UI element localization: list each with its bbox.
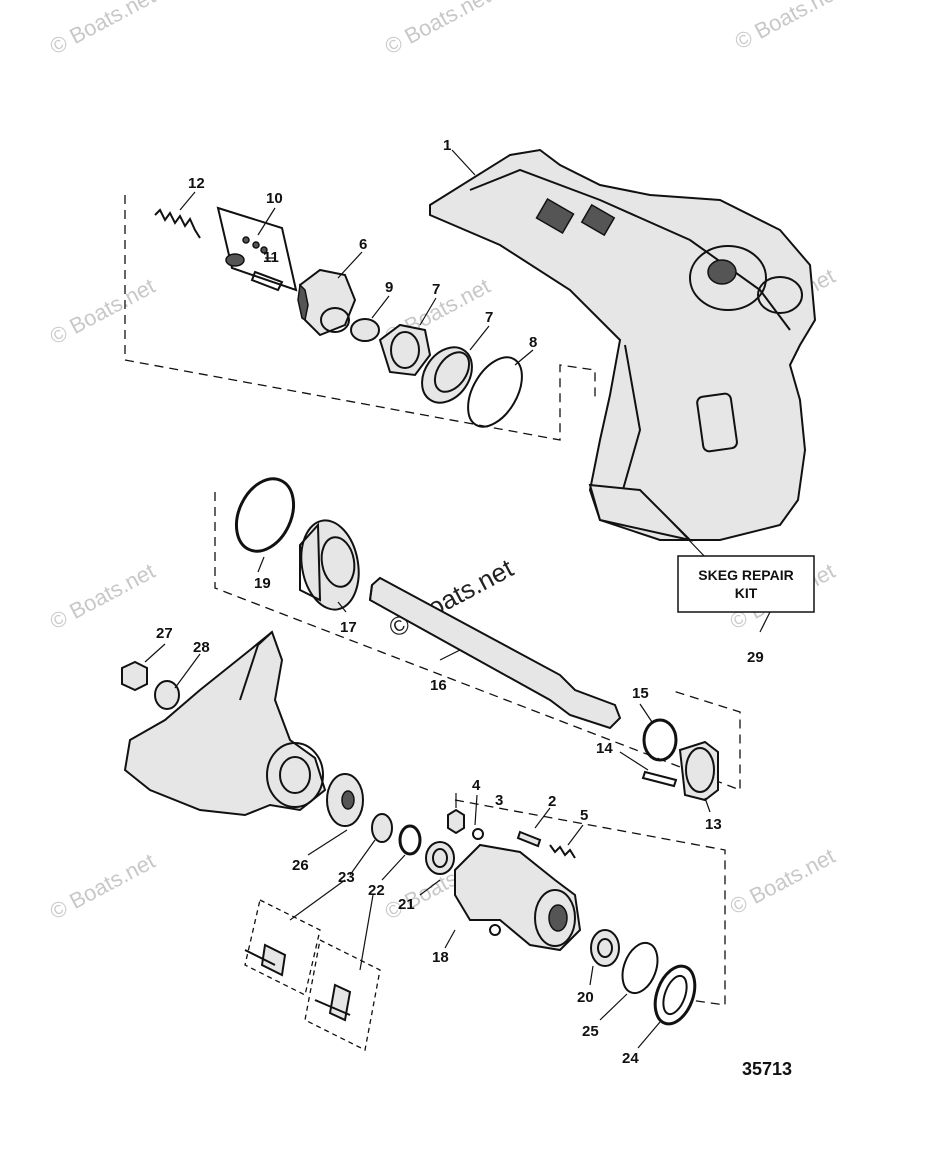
tapered-bearing [378,323,432,377]
label-part-25: 25 [582,1023,599,1040]
watermark-text: © Boats.net [726,843,840,919]
seal-23 [371,813,393,843]
stud-2 [516,830,542,848]
thrust-bearing-24 [653,964,697,1026]
dashed-guides [124,195,741,1006]
shim-ring-8 [467,356,523,428]
label-part-26: 26 [292,857,309,874]
label-part-23: 23 [338,869,355,886]
watermark-text: © Boats.net [46,0,160,59]
callout-line-1: SKEG REPAIR [698,567,793,583]
label-part-20: 20 [577,989,594,1006]
gear-housing [429,148,817,542]
spring-5 [549,844,576,859]
document-number: 35713 [742,1059,792,1079]
label-part-29: 29 [747,649,764,666]
bearing-race [421,346,473,404]
tab-washer-28 [154,680,180,710]
kit-box-10 [216,206,298,292]
ring-15 [642,718,678,762]
label-part-2: 2 [548,793,556,810]
label-part-16: 16 [430,677,447,694]
washer-3 [472,828,484,840]
nut-27 [121,660,148,692]
label-part-11: 11 [263,249,279,266]
watermark-text: © Boats.net [46,273,160,349]
shim-25 [621,941,659,995]
clutch-13 [678,740,719,802]
bearing-9 [350,318,380,342]
watermark-text: © Boats.net [46,848,160,924]
label-part-9: 9 [385,279,393,296]
watermark-text: © Boats.net [731,0,845,54]
spring-part [154,208,201,239]
kit-box-23 [244,899,321,996]
label-part-7b: 7 [485,309,493,326]
leader-lines [144,149,771,1049]
forward-gear [299,519,360,611]
bearing-20 [590,929,620,967]
label-part-6: 6 [359,236,367,253]
seal-22 [398,824,422,856]
propeller-shaft [368,576,622,730]
label-part-4: 4 [472,777,481,794]
callout-line-2: KIT [735,585,758,601]
thrust-washer-26 [326,773,364,827]
label-part-8: 8 [529,334,537,351]
label-part-3: 3 [495,792,503,809]
watermark-text: © Boats.net [46,558,160,634]
part-labels: 1 12 10 6 11 9 7 7 8 19 17 27 28 16 15 1… [156,137,764,1067]
label-part-1: 1 [443,137,451,154]
kit-box-22 [304,939,381,1051]
label-part-10: 10 [266,190,283,207]
label-part-24: 24 [622,1050,639,1067]
label-part-14: 14 [596,740,613,757]
label-part-7a: 7 [432,281,440,298]
label-part-21: 21 [398,896,415,913]
nut-4 [447,808,465,835]
skeg-repair-kit-callout: SKEG REPAIR KIT [677,555,815,613]
label-part-17: 17 [340,619,357,636]
label-part-5: 5 [580,807,588,824]
label-part-27: 27 [156,625,173,642]
pinion-gear [297,268,357,337]
pin-14 [641,770,678,788]
bearing-21 [425,841,455,875]
label-part-13: 13 [705,816,722,833]
label-part-18: 18 [432,949,449,966]
watermark-text: © Boats.net [381,0,495,59]
label-part-12: 12 [188,175,205,192]
label-part-22: 22 [368,882,385,899]
label-part-28: 28 [193,639,210,656]
propeller [123,630,327,817]
label-part-15: 15 [632,685,649,702]
o-ring-19 [234,477,296,553]
bearing-carrier [454,843,582,952]
label-part-19: 19 [254,575,271,592]
